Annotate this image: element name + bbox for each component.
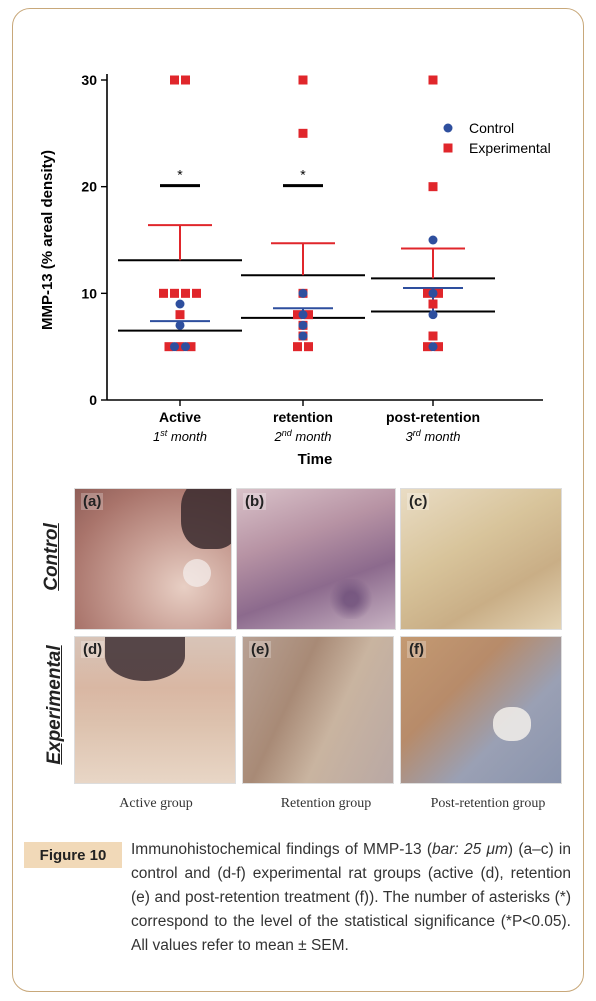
experimental-point bbox=[181, 288, 190, 298]
experimental-point bbox=[423, 288, 432, 298]
panel-label-e: (e) bbox=[249, 641, 272, 658]
experimental-point bbox=[298, 75, 308, 85]
control-point bbox=[428, 310, 438, 320]
micrograph-d: (d) bbox=[74, 636, 236, 784]
control-point bbox=[298, 310, 308, 320]
experimental-point bbox=[164, 342, 174, 352]
legend-experimental-label: Experimental bbox=[469, 140, 551, 156]
experimental-point bbox=[181, 75, 190, 85]
caption-part-scale: bar: 25 μm bbox=[432, 841, 508, 858]
control-point bbox=[428, 235, 438, 245]
control-point bbox=[181, 342, 190, 352]
legend-control-marker bbox=[443, 123, 453, 133]
experimental-point bbox=[159, 288, 168, 298]
control-point bbox=[428, 288, 438, 298]
micrograph-a: (a) bbox=[74, 488, 232, 630]
row-label-experimental: Experimental bbox=[44, 645, 65, 765]
x-axis-label: Time bbox=[298, 451, 333, 468]
control-point bbox=[428, 342, 438, 352]
significance-label: * bbox=[300, 167, 306, 183]
group-label-retention: Retention group bbox=[280, 796, 372, 811]
experimental-point bbox=[428, 331, 438, 341]
experimental-point bbox=[423, 342, 432, 352]
experimental-point bbox=[293, 342, 302, 352]
control-point bbox=[298, 320, 308, 330]
x-category-label: retention bbox=[273, 409, 333, 425]
figure-tag: Figure 10 bbox=[24, 842, 122, 868]
x-category-label: Active bbox=[159, 409, 201, 425]
panel-label-f: (f) bbox=[407, 641, 426, 658]
significance-label: * bbox=[177, 167, 183, 183]
experimental-point bbox=[186, 342, 196, 352]
panel-label-a: (a) bbox=[81, 493, 104, 510]
y-tick-label: 20 bbox=[81, 179, 97, 195]
x-category-month: 3rd month bbox=[406, 428, 461, 444]
control-point bbox=[175, 320, 185, 330]
panel-label-b: (b) bbox=[243, 493, 267, 510]
experimental-point bbox=[304, 310, 313, 320]
y-tick-label: 0 bbox=[89, 392, 97, 408]
control-point bbox=[298, 331, 308, 341]
panel-label-c: (c) bbox=[407, 493, 430, 510]
experimental-point bbox=[304, 342, 313, 352]
experimental-point bbox=[434, 288, 443, 298]
x-category-label: post-retention bbox=[386, 409, 480, 425]
experimental-point bbox=[170, 288, 179, 298]
x-category-month: 2nd month bbox=[274, 428, 332, 444]
experimental-point bbox=[428, 299, 438, 309]
micrograph-f: (f) bbox=[400, 636, 562, 784]
group-label-post-retention: Post-retention group bbox=[430, 796, 546, 811]
caption-part-1: Immunohistochemical findings of MMP-13 ( bbox=[131, 841, 433, 858]
experimental-point bbox=[175, 342, 185, 352]
y-axis-label: MMP-13 (% areal density) bbox=[39, 150, 56, 330]
y-tick-label: 10 bbox=[81, 285, 97, 301]
experimental-point bbox=[170, 75, 179, 85]
y-tick-label: 30 bbox=[81, 72, 97, 88]
control-point bbox=[170, 342, 179, 352]
group-label-active: Active group bbox=[119, 796, 193, 811]
micrograph-c: (c) bbox=[400, 488, 562, 630]
experimental-point bbox=[175, 310, 185, 320]
experimental-point bbox=[298, 128, 308, 138]
experimental-point bbox=[428, 182, 438, 192]
micrograph-b: (b) bbox=[236, 488, 396, 630]
experimental-point bbox=[293, 310, 302, 320]
micrograph-e: (e) bbox=[242, 636, 394, 784]
figure-caption: Immunohistochemical findings of MMP-13 (… bbox=[131, 838, 571, 958]
row-label-control: Control bbox=[41, 523, 62, 591]
x-category-month: 1st month bbox=[153, 428, 207, 444]
experimental-point bbox=[428, 75, 438, 85]
experimental-point bbox=[434, 342, 443, 352]
legend-control-label: Control bbox=[469, 120, 514, 136]
caption-part-2: ) (a–c) in control and (d-f) experimenta… bbox=[131, 841, 571, 954]
experimental-point bbox=[192, 288, 201, 298]
control-point bbox=[298, 288, 308, 298]
legend-experimental-marker bbox=[443, 143, 453, 153]
control-point bbox=[175, 299, 185, 309]
panel-label-d: (d) bbox=[81, 641, 105, 658]
